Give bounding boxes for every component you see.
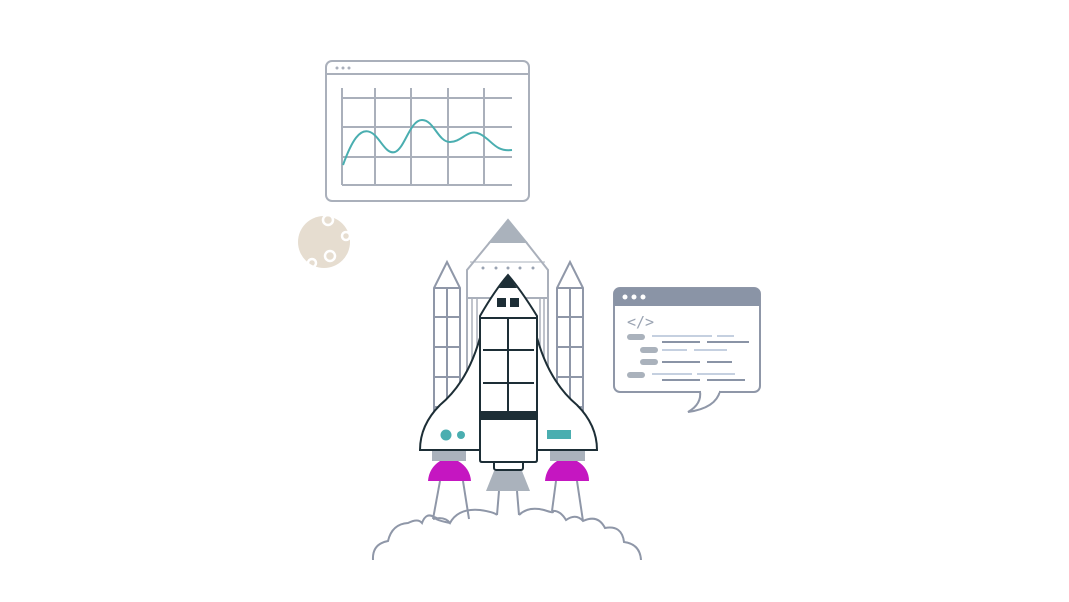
space-shuttle — [418, 273, 599, 463]
moon-icon — [298, 213, 352, 269]
exhaust-clouds — [371, 480, 642, 561]
chart-line — [342, 118, 513, 166]
window-right — [510, 298, 519, 307]
code-glyph: </> — [627, 313, 654, 331]
window-left — [497, 298, 506, 307]
code-lines — [627, 334, 749, 381]
engines — [428, 451, 589, 491]
chart-grid — [341, 88, 512, 186]
code-window: </> — [613, 287, 761, 413]
right-booster — [556, 259, 584, 420]
window-dots-icon — [335, 66, 351, 70]
chart-window — [325, 60, 530, 202]
window-dots-icon — [622, 294, 646, 300]
